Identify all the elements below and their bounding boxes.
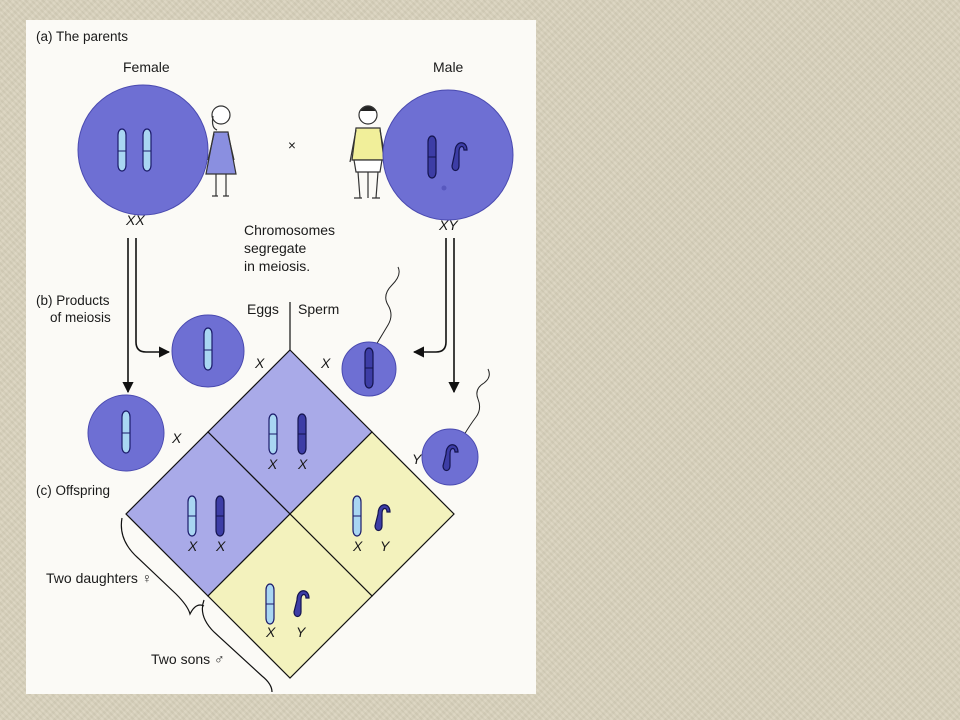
sex-determination-diagram: (a) The parents Female Male XX ×: [36, 29, 514, 693]
sperm-1-tail: [375, 266, 400, 346]
male-label: Male: [433, 59, 464, 75]
sperm-2-label: Y: [412, 451, 423, 467]
egg-2-x-chromosome: [121, 410, 131, 454]
egg-arrow-right: [135, 238, 171, 358]
offspring-bottom-chromosomes: [265, 583, 310, 625]
meiosis-note-line1: Chromosomes: [244, 222, 335, 238]
daughters-label: Two daughters ♀: [46, 570, 152, 586]
eggs-label: Eggs: [247, 301, 279, 317]
female-label: Female: [123, 59, 170, 75]
man-icon: [349, 105, 387, 199]
offspring-top-chromosomes: [268, 413, 307, 455]
daughters-brace: [120, 517, 205, 616]
egg-1-label: X: [254, 355, 265, 371]
sperm-label: Sperm: [298, 301, 339, 317]
male-genotype: XY: [438, 217, 459, 233]
sperm-arrow-left: [412, 238, 447, 358]
offspring-bottom-left: X: [265, 624, 276, 640]
offspring-right-right: Y: [380, 538, 391, 554]
products-heading-line2: of meiosis: [50, 310, 111, 325]
sons-brace: [201, 599, 273, 693]
male-x-chromosome: [427, 135, 437, 179]
offspring-right-chromosomes: [352, 495, 391, 537]
offspring-heading: (c) Offspring: [36, 483, 110, 498]
woman-icon: [205, 105, 237, 197]
meiosis-note-line3: in meiosis.: [244, 258, 310, 274]
sperm-2-y-chromosome: [442, 444, 459, 472]
offspring-left-left: X: [187, 538, 198, 554]
egg-1-x-chromosome: [203, 327, 213, 371]
egg-2-label: X: [171, 430, 182, 446]
male-cell: [382, 89, 514, 221]
offspring-left-right: X: [215, 538, 226, 554]
slide-figure: (a) The parents Female Male XX ×: [26, 20, 536, 694]
offspring-top-left: X: [267, 456, 278, 472]
male-y-chromosome: [451, 142, 468, 172]
sperm-2-tail: [463, 368, 490, 436]
sperm-1-x-chromosome: [364, 347, 374, 389]
female-x-chromosome: [142, 128, 152, 172]
sperm-1-label: X: [320, 355, 331, 371]
meiosis-note-line2: segregate: [244, 240, 306, 256]
offspring-left-chromosomes: [187, 495, 225, 537]
products-heading-line1: (b) Products: [36, 293, 110, 308]
female-x-chromosome: [117, 128, 127, 172]
female-genotype: XX: [125, 212, 145, 228]
punnett-cell-bottom: [207, 513, 373, 679]
offspring-top-right: X: [297, 456, 308, 472]
parents-heading: (a) The parents: [36, 29, 128, 44]
sons-label: Two sons ♂: [151, 651, 225, 667]
offspring-bottom-right: Y: [296, 624, 307, 640]
cross-symbol: ×: [288, 138, 296, 153]
offspring-right-left: X: [352, 538, 363, 554]
